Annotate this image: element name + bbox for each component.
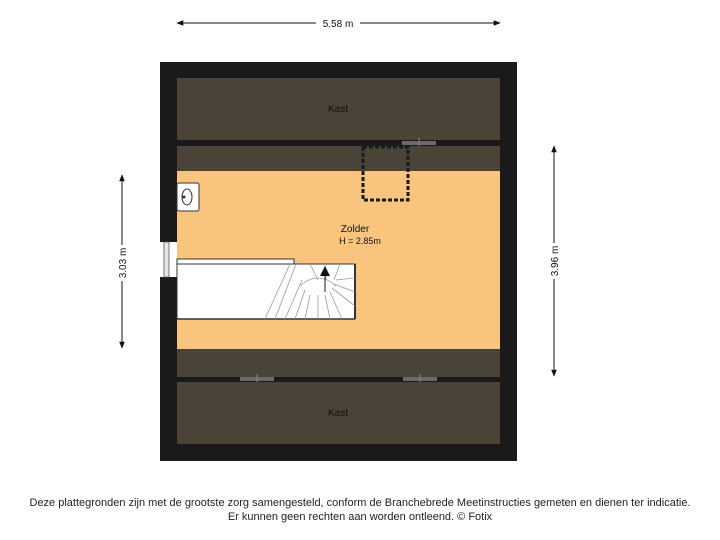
dimension-left-label: 3.03 m [118, 248, 129, 279]
disclaimer-line-2: Er kunnen geen rechten aan worden ontlee… [227, 511, 493, 523]
staircase [176, 258, 356, 320]
storage-top [177, 78, 500, 140]
storage-bottom-upper-band [177, 349, 500, 377]
washbasin-icon [176, 182, 200, 212]
storage-top-label: Kast [328, 104, 348, 115]
attic-hatch [361, 145, 410, 202]
dimension-top-label: 5.58 m [323, 19, 354, 30]
storage-top-lower-band [177, 146, 500, 171]
storage-bottom [177, 382, 500, 444]
dimension-right: 3.96 m [547, 145, 561, 377]
disclaimer: Deze plattegronden zijn met de grootste … [0, 496, 720, 524]
dimension-right-label: 3.96 m [550, 246, 561, 277]
window-left [160, 241, 177, 278]
disclaimer-line-1: Deze plattegronden zijn met de grootste … [29, 497, 691, 509]
dimension-left: 3.03 m [115, 174, 129, 349]
main-room-height: H = 2.85m [339, 236, 381, 246]
main-room-label: Zolder [341, 224, 370, 235]
floor-plan: 5.58 m 3.03 m 3.96 m Kast [115, 16, 561, 461]
storage-bottom-label: Kast [328, 408, 348, 419]
dimension-top: 5.58 m [176, 16, 501, 30]
